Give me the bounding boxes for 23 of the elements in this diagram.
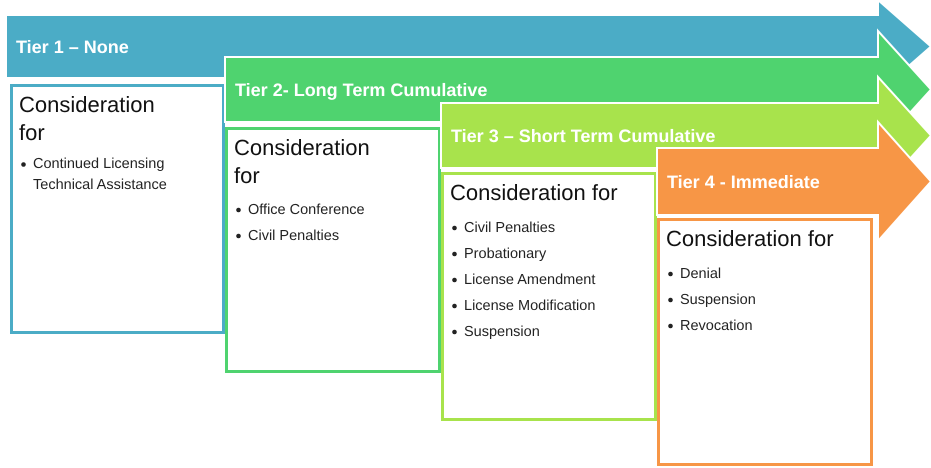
bullet-item: Probationary xyxy=(464,244,546,264)
bullet-item: Continued Licensing Technical Assistance xyxy=(33,155,168,195)
bullet-item: Civil Penalties xyxy=(248,227,340,246)
box-heading: Consideration for xyxy=(666,225,835,252)
content-box xyxy=(441,172,657,421)
bullet-item: Suspension xyxy=(464,322,540,342)
content-box xyxy=(10,84,225,334)
bullet-item: License Amendment xyxy=(464,270,596,290)
box-heading: Consideration for xyxy=(450,179,619,206)
box-heading: Consideration for xyxy=(234,134,371,189)
content-box xyxy=(657,218,873,466)
tier-heading: Tier 2- Long Term Cumulative xyxy=(235,80,488,98)
bullet-item: Office Conference xyxy=(248,201,365,220)
content-box xyxy=(225,127,441,373)
bullet-item: Denial xyxy=(680,264,722,284)
tier-heading: Tier 1 – None xyxy=(16,38,129,56)
bullet-item: Revocation xyxy=(680,316,753,336)
tier-heading: Tier 3 – Short Term Cumulative xyxy=(451,126,716,144)
box-heading: Consideration for xyxy=(19,91,156,146)
bullet-item: Civil Penalties xyxy=(464,218,556,238)
bullet-item: License Modification xyxy=(464,296,596,316)
tier-heading: Tier 4 - Immediate xyxy=(667,172,820,190)
bullet-item: Suspension xyxy=(680,290,756,310)
